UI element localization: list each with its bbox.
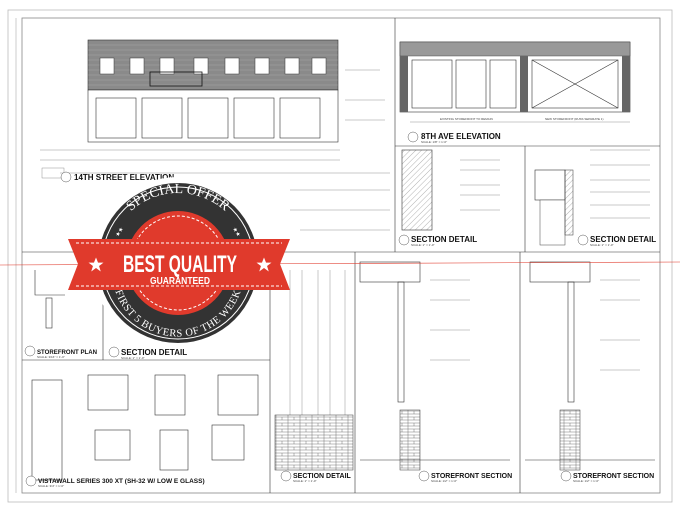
svg-text:SCALE: 1" = 1'-0": SCALE: 1" = 1'-0" [411,243,435,247]
svg-text:SCALE: 1/2" = 1'-0": SCALE: 1/2" = 1'-0" [431,479,457,483]
svg-text:SCALE: 1" = 1'-0": SCALE: 1" = 1'-0" [293,479,317,483]
svg-text:STOREFRONT SECTION: STOREFRONT SECTION [431,473,512,480]
svg-text:SCALE: 1/2" = 1'-0": SCALE: 1/2" = 1'-0" [573,479,599,483]
svg-text:STOREFRONT SECTION: STOREFRONT SECTION [573,473,654,480]
inner-border [21,17,661,494]
star-icon [88,257,104,272]
svg-text:SCALE: 1" = 1'-0": SCALE: 1" = 1'-0" [121,356,145,360]
panel-title-14th-street: 14TH STREET ELEVATION [60,171,174,183]
note-existing-storefront: EXISTING STOREFRONT TO REMAIN [440,117,493,121]
star-icon [256,257,272,272]
svg-text:8TH AVE ELEVATION: 8TH AVE ELEVATION [421,132,501,141]
svg-text:SCALE: 3/16" = 1'-0": SCALE: 3/16" = 1'-0" [37,355,65,359]
star-icon [116,227,124,237]
svg-text:SECTION DETAIL: SECTION DETAIL [590,235,656,244]
svg-text:VISTAWALL SERIES 300 XT (SH-32: VISTAWALL SERIES 300 XT (SH-32 W/ LOW E … [38,478,205,485]
special-offer-badge: SPECIAL OFFER FIRST 5 BUYERS OF THE WEEK… [68,177,290,349]
section-detail-drawings [401,149,650,246]
svg-text:SECTION DETAIL: SECTION DETAIL [411,235,477,244]
svg-text:SCALE: 1/8" = 1'-0": SCALE: 1/8" = 1'-0" [421,140,447,144]
svg-text:STOREFRONT PLAN: STOREFRONT PLAN [37,349,97,356]
svg-text:14TH STREET ELEVATION: 14TH STREET ELEVATION [74,173,174,182]
star-icon [232,227,240,237]
14th-street-elevation-drawing [40,39,390,231]
8th-ave-elevation-drawing: EXISTING STOREFRONT TO REMAIN NEW STOREF… [399,41,631,123]
svg-text:SECTION DETAIL: SECTION DETAIL [121,348,187,357]
panel-title-vistawall: VISTAWALL SERIES 300 XT (SH-32 W/ LOW E … [25,475,205,488]
badge-subline: GUARANTEED [150,276,210,287]
svg-text:SCALE: 1" = 1'-0": SCALE: 1" = 1'-0" [590,243,614,247]
badge-ribbon [68,239,290,290]
svg-text:SCALE: 3/4" = 1'-0": SCALE: 3/4" = 1'-0" [38,484,64,488]
svg-text:SECTION DETAIL: SECTION DETAIL [293,473,352,480]
lower-detail-drawings [31,261,655,481]
badge-headline: BEST QUALITY [123,251,237,278]
note-new-storefront: NEW STOREFRONT (RUSS SEPARATE 1) [545,117,603,121]
